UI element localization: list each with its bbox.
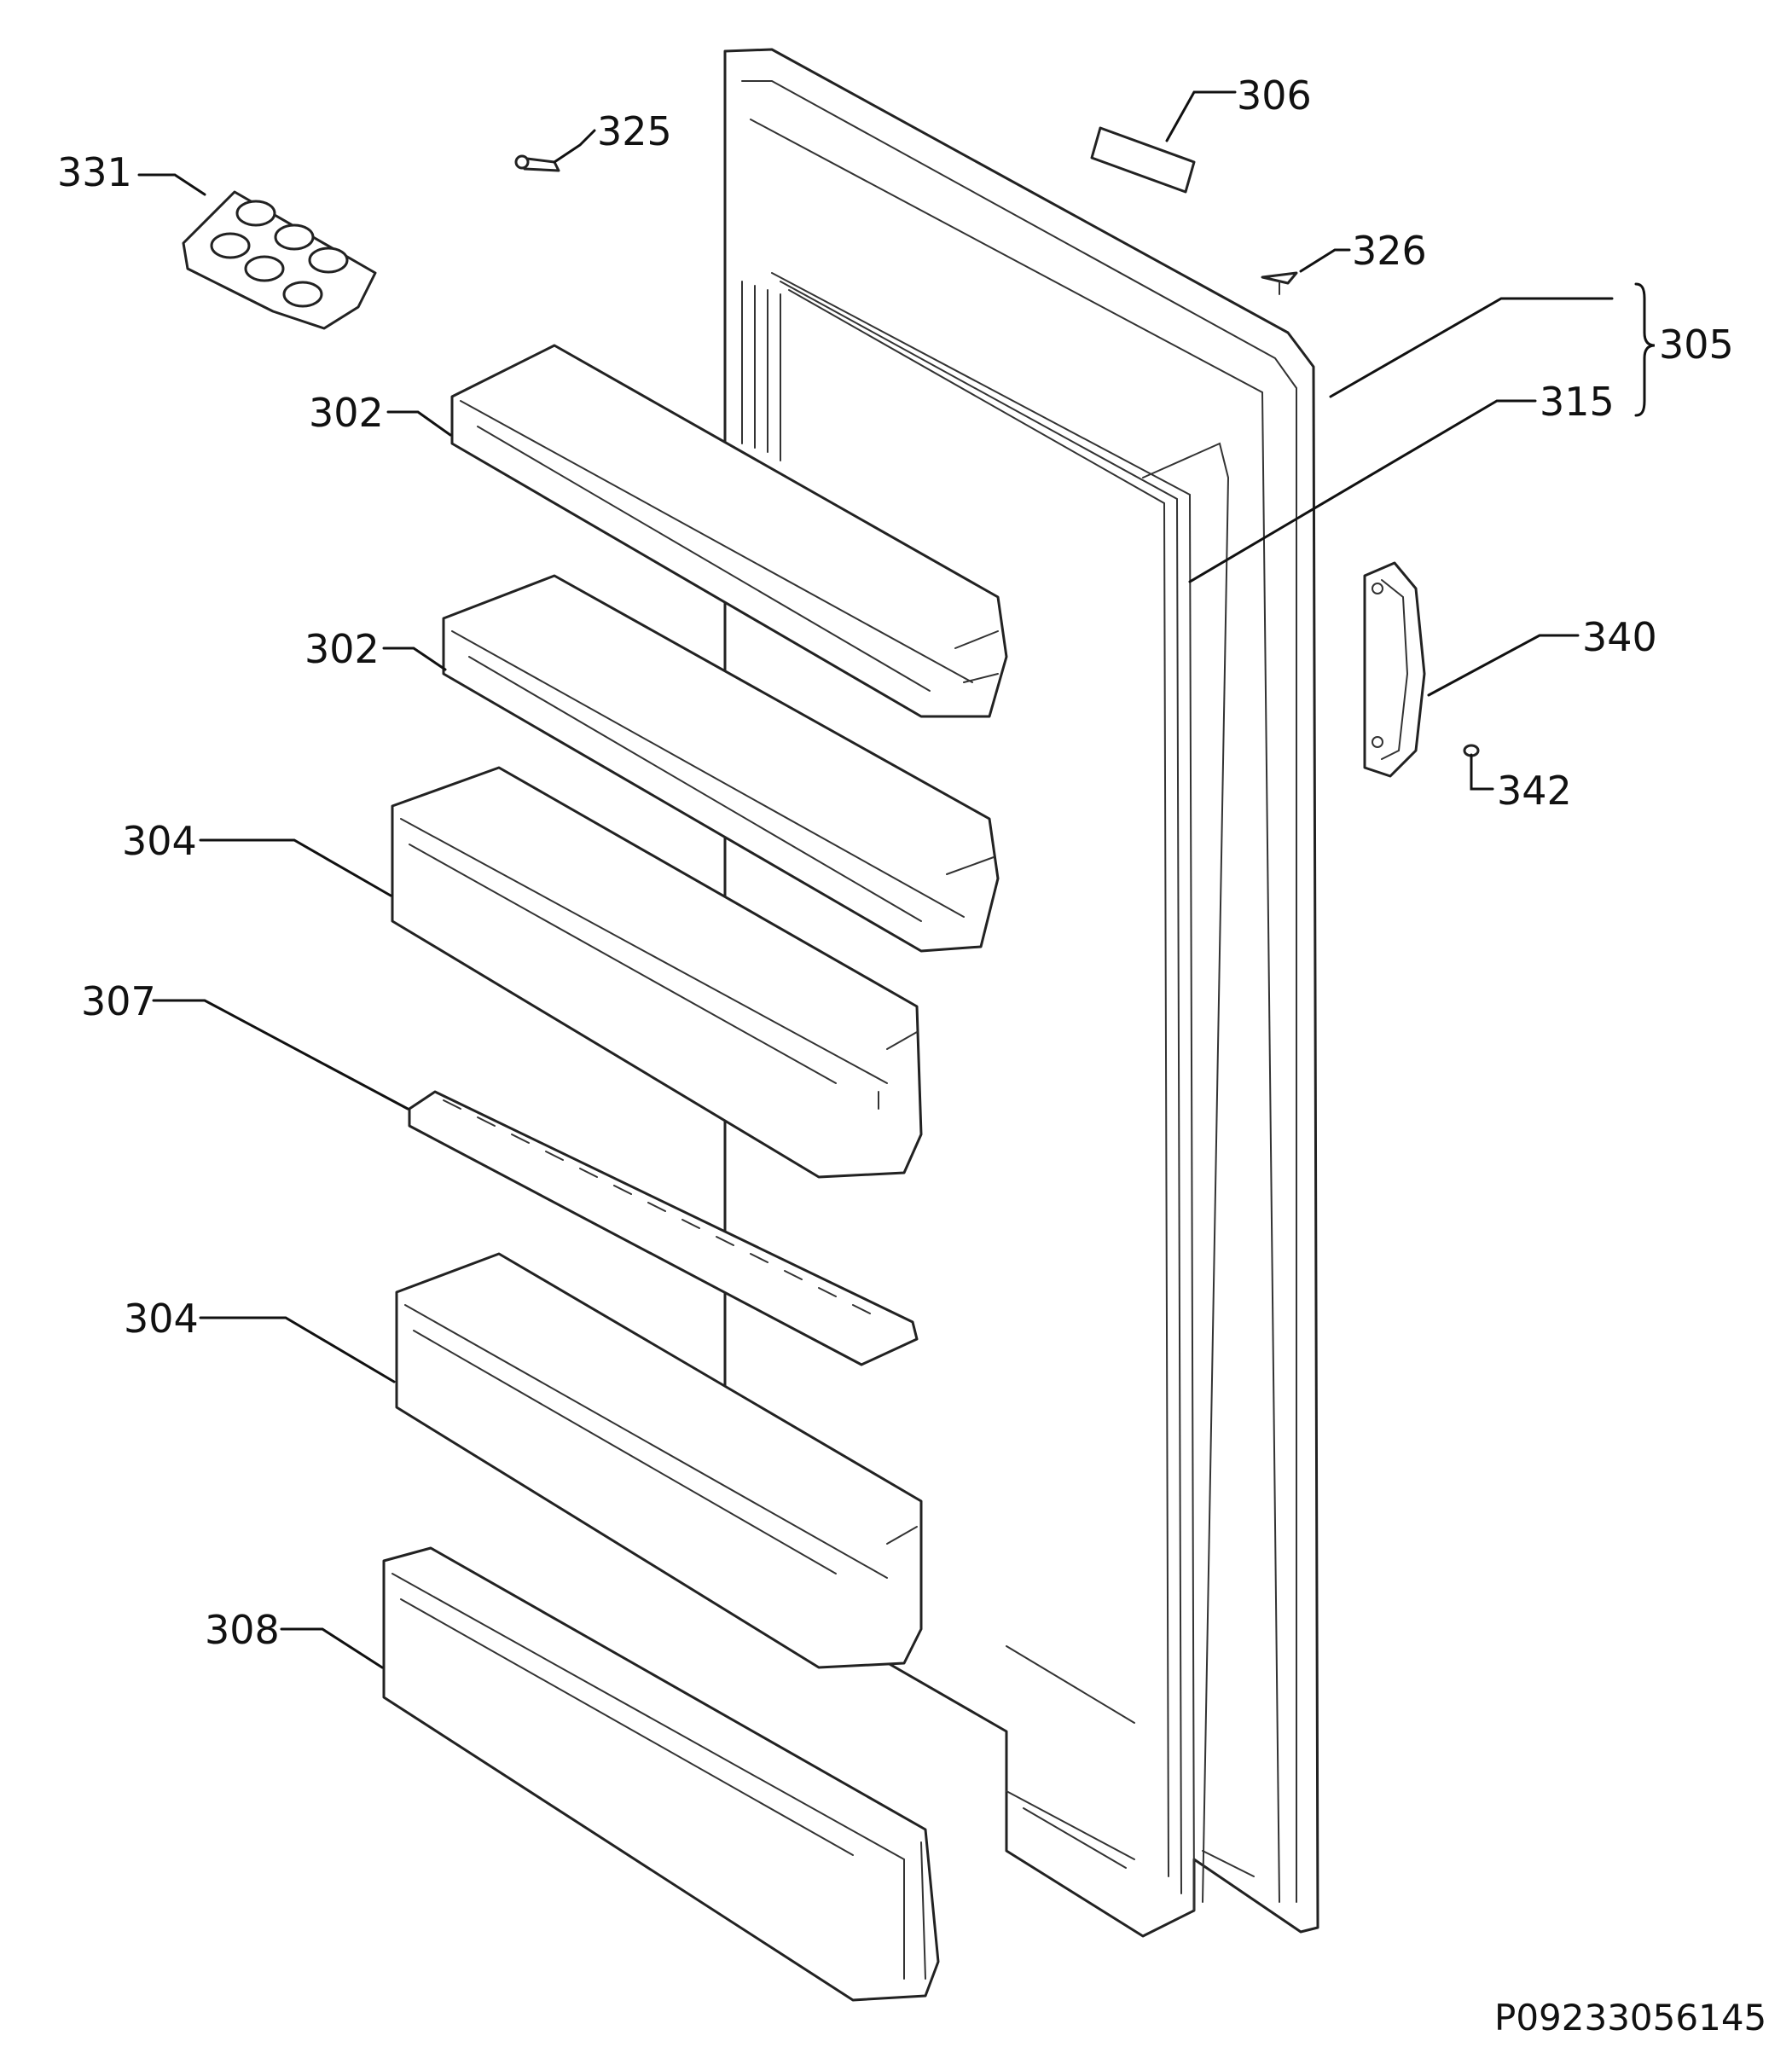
callout-304-lower: 304	[124, 1296, 199, 1342]
egg-tray	[182, 190, 377, 330]
bottle-rack	[408, 1090, 919, 1366]
label-plate	[1090, 126, 1196, 194]
document-id: P09233056145	[1494, 1997, 1766, 2038]
callout-340: 340	[1582, 614, 1657, 660]
callout-302-second: 302	[304, 626, 380, 672]
door-gasket	[1142, 442, 1230, 1903]
door-shelf-302-top	[450, 344, 1008, 718]
callout-304-upper: 304	[122, 818, 197, 864]
door-shelf-302-second	[442, 574, 1000, 953]
callout-labels: 331 325 306 326 305 315 302 340 302 342 …	[57, 72, 1734, 1653]
callout-326: 326	[1352, 228, 1427, 274]
callout-342: 342	[1497, 768, 1572, 814]
callout-325: 325	[597, 108, 672, 154]
callout-306: 306	[1237, 72, 1312, 119]
callout-305: 305	[1659, 322, 1734, 368]
door-handle	[1363, 561, 1426, 778]
callout-302-top: 302	[309, 390, 384, 436]
fridge-door-panel	[723, 48, 1319, 1938]
door-bin-304-lower	[395, 1252, 923, 1669]
callout-308: 308	[205, 1607, 280, 1653]
callout-307: 307	[81, 978, 156, 1024]
callout-331: 331	[57, 149, 132, 195]
screw-326	[1261, 271, 1298, 295]
leader-lines	[137, 90, 1656, 1669]
door-bin-304-upper	[391, 766, 923, 1179]
callout-315: 315	[1540, 379, 1615, 425]
screw-325	[514, 154, 560, 172]
bottle-bin	[382, 1546, 940, 2002]
